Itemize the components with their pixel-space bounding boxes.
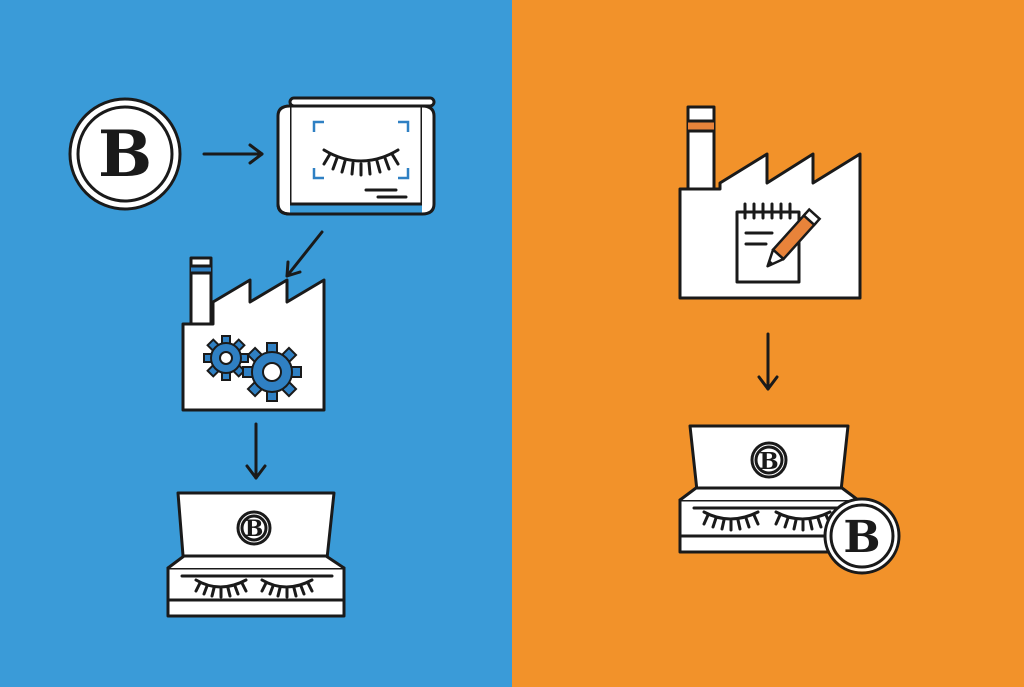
seal-monogram-text: B (843, 512, 880, 563)
monogram-text: B (98, 117, 152, 192)
factory-gears-icon (181, 256, 326, 412)
arrow-down-icon (245, 422, 267, 480)
box-monogram-text: B (245, 516, 264, 542)
factory-notepad-icon (678, 105, 862, 300)
gear-small-icon (203, 335, 249, 381)
lash-pair-icon (194, 578, 314, 599)
pencil-icon (766, 207, 822, 268)
gear-large-icon (242, 342, 302, 402)
arrow-right-icon (202, 143, 264, 165)
arrow-down-left-icon (285, 230, 324, 278)
box-monogram-text-right: B (759, 448, 778, 475)
arrow-down-icon-right (757, 332, 779, 391)
brand-logo-icon: B (68, 97, 182, 211)
branded-lash-box-icon: B B (678, 424, 901, 575)
lash-box-icon: B (166, 491, 346, 618)
eyelash-blueprint-icon (276, 96, 436, 216)
brand-seal-icon: B (823, 497, 901, 575)
focus-brackets (312, 120, 410, 180)
